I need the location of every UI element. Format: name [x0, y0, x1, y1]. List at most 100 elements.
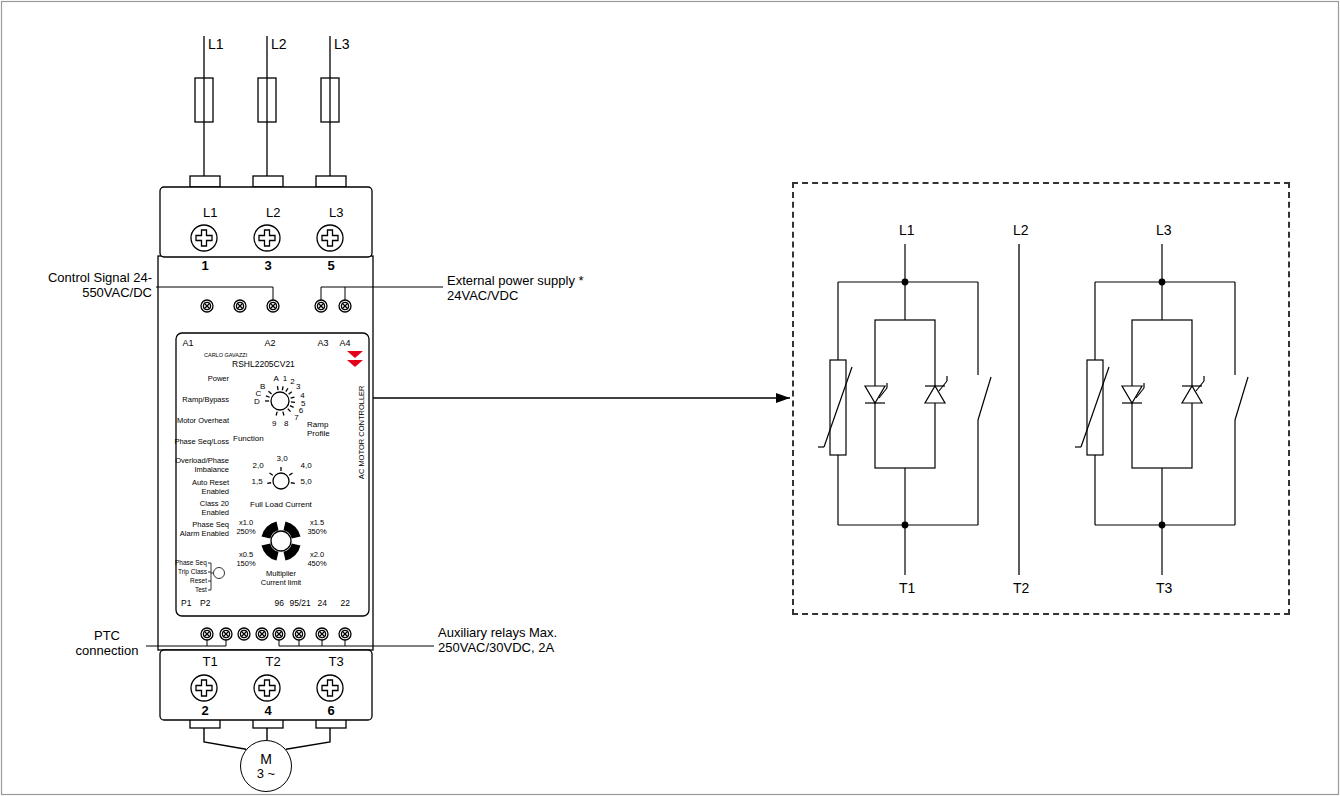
terminal-label: L1	[208, 36, 224, 52]
junction-dot	[902, 522, 908, 528]
fuse-symbol	[321, 78, 339, 122]
screw-head	[315, 300, 327, 312]
terminal-label: P2	[200, 599, 210, 609]
terminal-label: A4	[340, 338, 351, 348]
wire	[1161, 525, 1162, 575]
dial-value: 3	[296, 382, 300, 391]
terminal-screw	[220, 628, 232, 640]
led-label: Phase Seq/Loss	[171, 438, 229, 447]
screw-slot	[204, 303, 210, 309]
terminal-screw	[316, 628, 328, 640]
dial-value: 8	[284, 419, 288, 428]
wire	[1161, 244, 1162, 282]
leader-line	[156, 287, 273, 300]
dial-tick	[290, 406, 294, 408]
button-bracket	[208, 581, 211, 582]
terminal-label: 3	[265, 259, 272, 274]
button-bracket	[211, 573, 213, 574]
dial-knob	[271, 531, 291, 551]
dial-value: Ramp Profile	[307, 420, 339, 438]
wire	[904, 244, 905, 282]
dial-tick	[265, 400, 269, 401]
screw-head	[191, 675, 217, 701]
dial-knob	[271, 392, 289, 410]
screw-head	[254, 675, 280, 701]
dial-tick	[266, 396, 270, 397]
dial-tick	[291, 397, 295, 398]
screw-slot	[270, 303, 276, 309]
dial-knob	[273, 473, 289, 489]
thyristor-gate	[946, 376, 947, 381]
varistor-symbol	[824, 367, 852, 447]
screw-head	[275, 630, 282, 637]
dial-tick	[291, 482, 295, 484]
motor-wire	[286, 728, 330, 749]
wire	[904, 525, 905, 575]
screw-head	[240, 630, 247, 637]
dial-tick	[267, 482, 271, 484]
callout-arrow	[373, 393, 790, 403]
terminal-screw	[339, 300, 351, 312]
dial-tick	[282, 386, 284, 390]
terminal-screw	[315, 300, 327, 312]
thyristor-symbol	[925, 386, 945, 403]
screw-head	[318, 630, 325, 637]
device-housing	[158, 256, 373, 650]
wire	[1234, 282, 1235, 375]
internal-circuit-box: L1L2L3T1T2T3	[792, 182, 1290, 615]
screw-head	[317, 302, 324, 309]
terminal-screw	[191, 675, 217, 701]
screw-slot	[270, 303, 276, 309]
screw-head	[317, 225, 343, 251]
supply-lines	[204, 36, 330, 176]
panel-text: AC MOTOR CONTROLLER	[358, 385, 367, 479]
motor-circle: M3 ~	[240, 740, 292, 792]
callout-text: Auxiliary relays Max. 250VAC/30VDC, 2A	[438, 626, 613, 656]
button-bracket	[211, 563, 212, 590]
terminal-name: T2	[1013, 580, 1029, 596]
screw-slot	[237, 303, 243, 309]
terminal-label: 96	[275, 599, 284, 609]
led-label: Auto Reset Enabled	[171, 479, 229, 496]
dial-value: 7	[294, 413, 298, 422]
screw-head	[238, 628, 250, 640]
generated-parts	[191, 225, 1248, 701]
phase-circuit	[1075, 244, 1248, 575]
rotary-dial	[265, 386, 295, 415]
device-housing	[160, 187, 372, 257]
screw-head	[316, 628, 328, 640]
junction-dot	[902, 279, 908, 285]
terminal-label: L2	[266, 206, 280, 221]
thyristor-gate	[886, 383, 887, 388]
terminal-label: L3	[329, 206, 343, 221]
screw-slot	[318, 303, 324, 309]
dial-value: C	[255, 389, 261, 398]
screw-slot	[241, 631, 247, 637]
leader-line	[345, 287, 346, 300]
led-label: Overload/Phase Imbalance	[171, 457, 229, 474]
button-label: Reset	[190, 577, 207, 584]
terminal-label: L1	[203, 206, 217, 221]
thyristor-symbol	[1122, 402, 1142, 403]
current-limit-dial	[262, 522, 301, 561]
wire	[1161, 282, 1162, 320]
screw-head	[339, 628, 351, 640]
screw-head	[269, 302, 276, 309]
thyristor-symbol	[865, 402, 885, 403]
rotary-dial	[267, 467, 295, 489]
terminal-screw	[273, 628, 285, 640]
leader-line	[345, 640, 346, 646]
panel-text: Multiplier Current limit	[254, 570, 309, 587]
terminal-label: 1	[202, 259, 209, 274]
terminal-screw	[238, 628, 250, 640]
button-label: Test	[195, 586, 207, 593]
screw-slot	[322, 230, 338, 246]
terminal-name: L1	[899, 222, 915, 238]
wire	[1234, 420, 1235, 525]
motor-wire	[204, 728, 246, 749]
manufacturer-logo	[347, 351, 363, 358]
led-label: Class 20 Enabled	[171, 500, 229, 517]
led-label: Phase Seq Alarm Enabled	[176, 521, 229, 538]
leader-line	[321, 287, 443, 300]
